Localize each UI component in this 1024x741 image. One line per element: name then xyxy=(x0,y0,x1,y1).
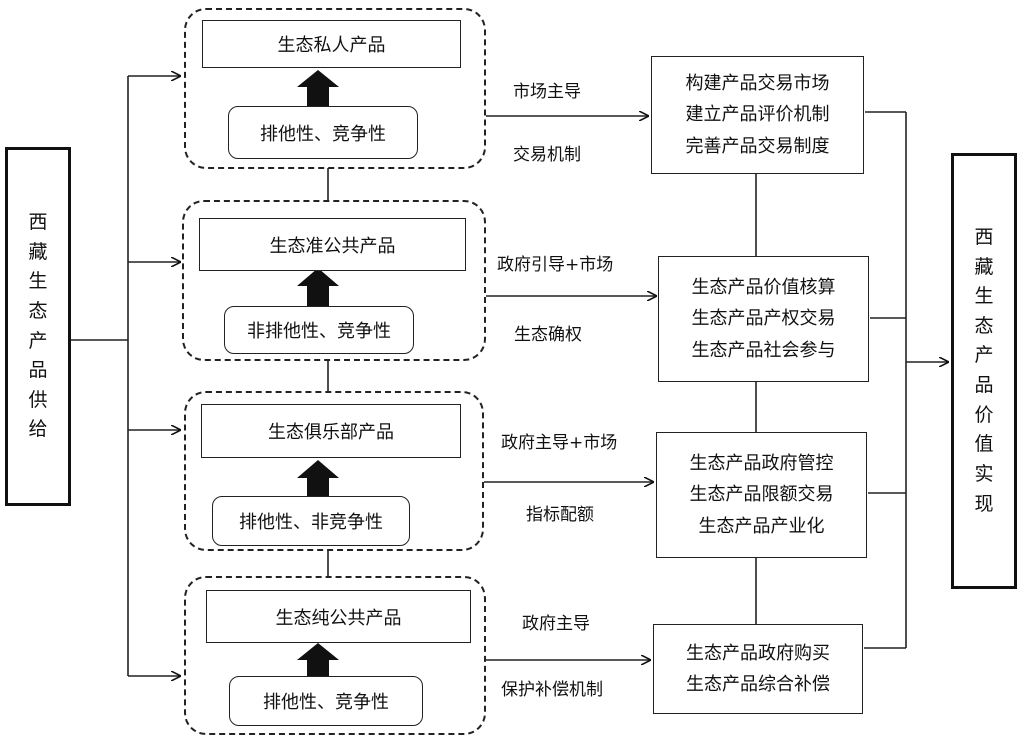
property-box-private: 排他性、竞争性 xyxy=(228,106,418,159)
result-box-quasi-public: 生态产品价值核算 生态产品产权交易 生态产品社会参与 xyxy=(658,256,869,382)
value-char: 实 xyxy=(974,462,994,485)
edge-label-quota: 指标配额 xyxy=(526,505,594,525)
value-char: 值 xyxy=(974,433,994,456)
supply-char: 产 xyxy=(28,329,48,352)
value-char: 西 xyxy=(974,225,994,248)
property-box-club: 排他性、非竞争性 xyxy=(212,496,410,546)
result-line: 建立产品评价机制 xyxy=(685,104,830,126)
result-line: 生态产品政府购买 xyxy=(686,642,830,664)
supply-char: 品 xyxy=(28,359,48,382)
property-box-pure-public: 排他性、竞争性 xyxy=(229,676,423,726)
result-box-pure-public: 生态产品政府购买 生态产品综合补偿 xyxy=(653,624,863,714)
result-line: 生态产品政府管控 xyxy=(689,452,834,474)
supply-char: 西 xyxy=(28,211,48,233)
supply-box: 西 藏 生 态 产 品 供 给 xyxy=(5,147,71,506)
value-char: 价 xyxy=(974,403,994,426)
product-group-private xyxy=(184,8,486,169)
product-group-quasi-public xyxy=(182,200,486,361)
product-group-pure-public xyxy=(184,576,486,735)
result-line: 生态产品产权交易 xyxy=(691,308,836,330)
supply-char: 生 xyxy=(28,270,48,293)
supply-char: 藏 xyxy=(28,240,48,263)
result-line: 生态产品价值核算 xyxy=(691,276,836,298)
value-char: 藏 xyxy=(974,255,994,278)
edge-label-gov-guide-market: 政府引导+市场 xyxy=(497,255,614,275)
property-box-quasi-public: 非排他性、竞争性 xyxy=(224,306,414,354)
edge-label-eco-rights: 生态确权 xyxy=(514,325,582,345)
result-line: 生态产品综合补偿 xyxy=(686,674,830,695)
supply-char: 给 xyxy=(28,418,48,441)
result-line: 生态产品限额交易 xyxy=(689,484,834,506)
up-arrow-icon xyxy=(297,268,339,306)
edge-label-compensation: 保护补偿机制 xyxy=(501,680,603,700)
result-line: 生态产品社会参与 xyxy=(691,339,836,361)
product-group-club xyxy=(184,391,484,551)
value-char: 生 xyxy=(974,285,994,308)
value-char: 品 xyxy=(974,374,994,396)
value-char: 产 xyxy=(974,344,994,367)
result-line: 完善产品交易制度 xyxy=(685,135,830,157)
supply-char: 态 xyxy=(28,299,48,322)
result-line: 构建产品交易市场 xyxy=(685,72,830,94)
result-box-private: 构建产品交易市场 建立产品评价机制 完善产品交易制度 xyxy=(651,56,864,174)
product-box-private: 生态私人产品 xyxy=(202,20,461,68)
value-realization-box: 西 藏 生 态 产 品 价 值 实 现 xyxy=(951,153,1017,589)
result-box-club: 生态产品政府管控 生态产品限额交易 生态产品产业化 xyxy=(656,432,867,558)
product-box-club: 生态俱乐部产品 xyxy=(201,404,461,458)
edge-label-trading-mechanism: 交易机制 xyxy=(513,145,581,165)
up-arrow-icon xyxy=(297,643,339,676)
supply-char: 供 xyxy=(28,388,48,411)
value-char: 现 xyxy=(974,492,994,515)
edge-label-gov-led: 政府主导 xyxy=(522,614,590,634)
edge-label-gov-led-market: 政府主导+市场 xyxy=(501,433,618,453)
edge-label-market-led: 市场主导 xyxy=(513,82,581,102)
product-box-quasi-public: 生态准公共产品 xyxy=(199,218,466,271)
up-arrow-icon xyxy=(297,70,339,106)
value-char: 态 xyxy=(974,314,994,337)
up-arrow-icon xyxy=(297,460,339,496)
result-line: 生态产品产业化 xyxy=(698,515,825,537)
product-box-pure-public: 生态纯公共产品 xyxy=(206,590,471,643)
